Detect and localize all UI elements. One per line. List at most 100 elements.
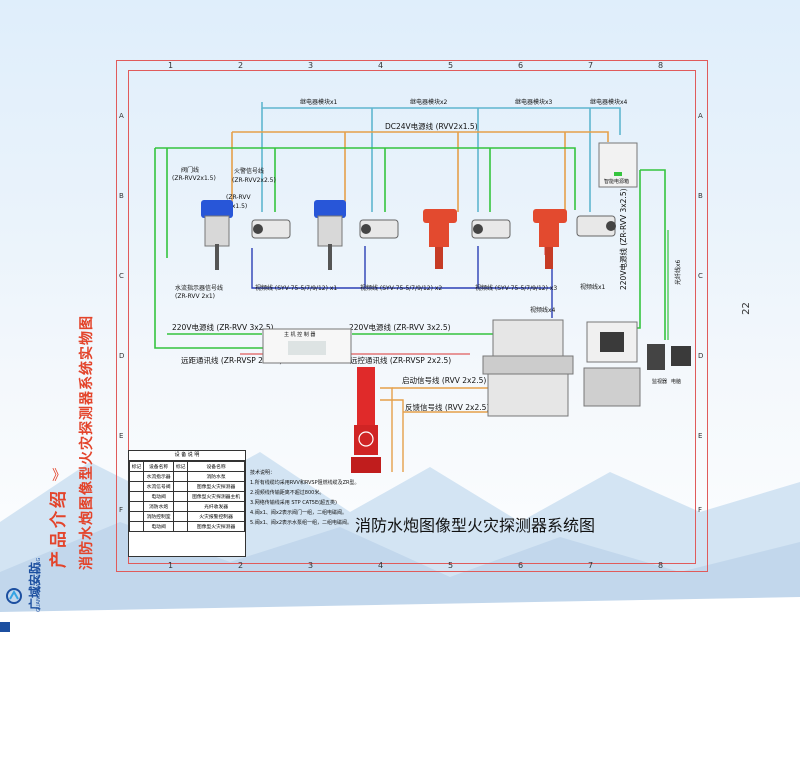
video-wire bbox=[251, 248, 552, 289]
flow-switch-spec: (ZR-RVV 2x1) bbox=[175, 293, 216, 300]
legend-cell bbox=[128, 511, 145, 522]
motor-valve-unit bbox=[201, 200, 233, 270]
legend-header: 标记 bbox=[128, 461, 145, 472]
legend-cell: 水流指示器 bbox=[143, 471, 175, 482]
row-letter: F bbox=[119, 506, 124, 514]
camera-detector bbox=[251, 219, 291, 239]
legend-cell: 电动阀 bbox=[143, 521, 175, 532]
valve-line-label: 阀门线 bbox=[181, 167, 200, 174]
row-letter: F bbox=[698, 506, 703, 514]
fire-water-monitor bbox=[533, 209, 567, 269]
power-box-label: 智能电源箱 bbox=[604, 179, 630, 185]
chevron-decoration: 》 bbox=[52, 468, 66, 484]
row-letter: C bbox=[119, 272, 124, 280]
row-letter: C bbox=[698, 272, 703, 280]
fiber-label: 光纤线x6 bbox=[675, 259, 682, 285]
row-letter: E bbox=[698, 432, 703, 440]
legend-table: 设 备 说 明 标记 设备名称 标记 设备名称 水流指示器消防水泵 水流信号阀图… bbox=[128, 450, 246, 557]
host-controller bbox=[262, 328, 352, 364]
legend-cell bbox=[173, 481, 189, 492]
legend-cell bbox=[128, 491, 145, 502]
column-number: 4 bbox=[378, 61, 384, 70]
notes-line: 2.视频线传输距离不超过800米。 bbox=[250, 490, 325, 496]
column-number: 2 bbox=[238, 561, 244, 570]
remote-comm-label: 远距通讯线 (ZR-RVSP 2x2.5) bbox=[181, 356, 283, 365]
diagram-title: 消防水炮图像型火灾探测器系统图 bbox=[355, 516, 596, 535]
video-label: 视频线x1 bbox=[580, 284, 606, 291]
row-letter: A bbox=[119, 112, 124, 120]
relay-label: 继电器模块x3 bbox=[515, 99, 553, 106]
legend-cell bbox=[128, 521, 145, 532]
wiring-diagram bbox=[154, 102, 669, 472]
column-number: 2 bbox=[238, 61, 244, 70]
legend-cell: 消防控制室 bbox=[143, 511, 175, 522]
column-number: 1 bbox=[168, 561, 174, 570]
column-number: 8 bbox=[658, 561, 664, 570]
legend-header: 标记 bbox=[173, 461, 189, 472]
host-controller-label: 主 机 控 制 器 bbox=[284, 332, 316, 338]
dc24v-wire bbox=[232, 131, 609, 142]
relay-label: 继电器模块x4 bbox=[590, 99, 628, 106]
start-signal-label: 启动信号线 (RVV 2x2.5) bbox=[402, 376, 487, 385]
legend-header: 设备名称 bbox=[187, 461, 245, 472]
monitoring-desk bbox=[583, 321, 641, 407]
column-number: 3 bbox=[308, 561, 314, 570]
feedback-label: 反馈信号线 (RVV 2x2.5) bbox=[405, 403, 490, 412]
column-number: 6 bbox=[518, 561, 524, 570]
legend-cell bbox=[173, 501, 189, 512]
column-number: 5 bbox=[448, 561, 454, 570]
legend-cell: 光纤收发器 bbox=[187, 501, 245, 512]
legend-cell bbox=[173, 471, 189, 482]
column-number: 1 bbox=[168, 61, 174, 70]
relay-label: 继电器模块x2 bbox=[410, 99, 448, 106]
drawing-sheet: 1 2 3 4 5 6 7 8 1 2 3 4 5 6 7 8 A B C D … bbox=[116, 60, 708, 572]
notes-line: 1.所有线缆均采用RVV和RVSP阻燃线缆及ZR型。 bbox=[250, 480, 360, 486]
workstation bbox=[647, 344, 691, 370]
legend-grid: 标记 设备名称 标记 设备名称 水流指示器消防水泵 水流信号阀图像型火灾探测器 … bbox=[128, 461, 245, 532]
valve-spec-label: (ZR-RVV2x1.5) bbox=[172, 175, 216, 182]
camera-detector bbox=[576, 215, 616, 237]
relay-signal-wire bbox=[261, 102, 621, 135]
legend-cell bbox=[173, 521, 189, 532]
local-comm-label: 远控通讯线 (ZR-RVSP 2x2.5) bbox=[350, 356, 452, 365]
row-letter: D bbox=[119, 352, 125, 360]
video-label: 视频线 (SYV-75-5/7/9/12) x1 bbox=[255, 285, 338, 292]
power-box bbox=[598, 142, 638, 188]
legend-cell: 火灾报警控制器 bbox=[187, 511, 245, 522]
legend-cell bbox=[128, 471, 145, 482]
legend-cell: 图像型火灾探测器主机 bbox=[187, 491, 245, 502]
row-letter: E bbox=[119, 432, 124, 440]
row-letter: A bbox=[698, 112, 703, 120]
legend-cell: 图像型火灾探测器 bbox=[187, 521, 245, 532]
flow-switch-label: 水流指示器信号线 bbox=[175, 285, 224, 292]
row-letter: D bbox=[698, 352, 704, 360]
motor-valve-unit bbox=[314, 200, 346, 270]
zr-rvv-spec: 6x1.5) bbox=[228, 203, 248, 210]
ac220-wire bbox=[154, 148, 268, 349]
legend-cell bbox=[173, 511, 189, 522]
company-logo-icon bbox=[6, 588, 22, 604]
column-number: 3 bbox=[308, 61, 314, 70]
legend-header: 设备名称 bbox=[143, 461, 175, 472]
notes-line: 4.阀x1、阀x2表示阀门一组，二组电磁阀。 bbox=[250, 510, 348, 516]
fire-signal-spec: (ZR-RVV2x2.5) bbox=[232, 177, 276, 184]
fire-signal-label: 火警信号线 bbox=[234, 168, 265, 175]
legend-cell: 消防水泵 bbox=[187, 471, 245, 482]
video-label: 视频线 (SYV-75-5/7/9/12) x2 bbox=[360, 285, 443, 292]
monitor-label: 监视器 bbox=[652, 379, 668, 385]
camera-detector bbox=[359, 219, 399, 239]
fire-water-monitor bbox=[423, 209, 457, 269]
legend-cell bbox=[173, 491, 189, 502]
notes-line: 3.网络传输线采用 STP CAT5E(超五类) bbox=[250, 500, 338, 506]
legend-cell: 电动阀 bbox=[143, 491, 175, 502]
corner-block bbox=[0, 622, 10, 632]
fire-pump bbox=[351, 367, 381, 473]
zr-rvv-label: (ZR-RVV bbox=[226, 194, 251, 201]
dc24v-label: DC24V电源线 (RVV2x1.5) bbox=[385, 122, 478, 131]
column-number: 6 bbox=[518, 61, 524, 70]
ac220-label: 220V电源线 (ZR-RVV 3x2.5) bbox=[349, 323, 451, 332]
video-label: 视频线x4 bbox=[530, 307, 556, 314]
ac220-wire bbox=[155, 147, 576, 210]
row-letter: B bbox=[698, 192, 703, 200]
ac220-wire bbox=[640, 169, 666, 340]
